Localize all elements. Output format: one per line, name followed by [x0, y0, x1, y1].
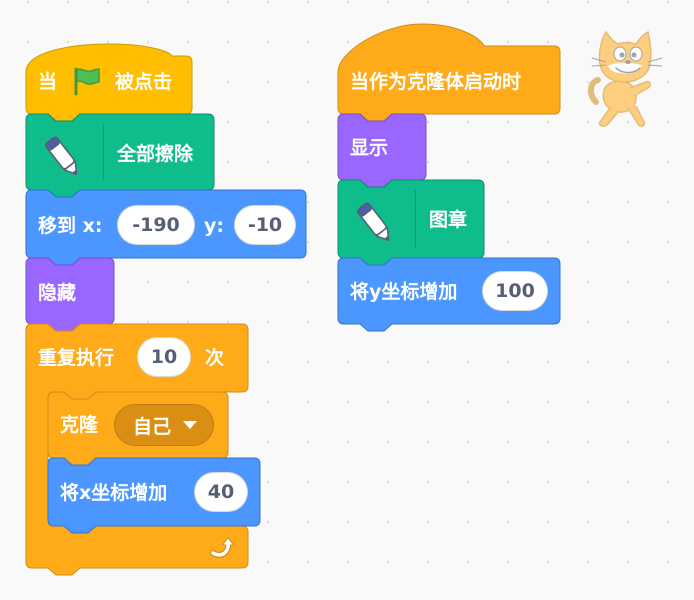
green-flag-icon: [74, 67, 100, 96]
clone-target-dropdown[interactable]: 自己: [114, 404, 214, 446]
clone-target-value: 自己: [133, 415, 172, 438]
hat-suffix-label: 被点击: [115, 71, 173, 93]
change-x-input[interactable]: 40: [194, 472, 248, 512]
dropdown-arrow-icon: [183, 421, 198, 429]
scratch-cat-icon: [588, 30, 663, 127]
change-y-input[interactable]: 100: [482, 271, 548, 311]
loop-arrow-icon: [210, 537, 234, 558]
pen-icon: [357, 202, 390, 242]
show-label: 显示: [350, 137, 389, 159]
clone-label: 克隆: [60, 414, 99, 436]
change-x-label: 将x坐标增加: [60, 482, 168, 504]
goto-y-label: y:: [204, 215, 224, 237]
hat-prefix-label: 当: [38, 71, 58, 93]
repeat-suffix-label: 次: [205, 347, 225, 369]
pen-icon: [45, 136, 78, 176]
clone-start-label: 当作为克隆体启动时: [350, 71, 522, 93]
erase-all-label: 全部擦除: [117, 143, 194, 165]
repeat-label: 重复执行: [38, 347, 115, 369]
goto-label: 移到 x:: [38, 215, 103, 237]
stamp-label: 图章: [429, 209, 468, 231]
change-y-label: 将y坐标增加: [350, 281, 458, 303]
hide-label: 隐藏: [38, 282, 77, 304]
block-divider: [103, 124, 104, 180]
block-divider: [415, 190, 416, 248]
repeat-times-input[interactable]: 10: [137, 337, 191, 377]
goto-x-input[interactable]: -190: [117, 205, 195, 245]
goto-y-input[interactable]: -10: [234, 205, 296, 245]
